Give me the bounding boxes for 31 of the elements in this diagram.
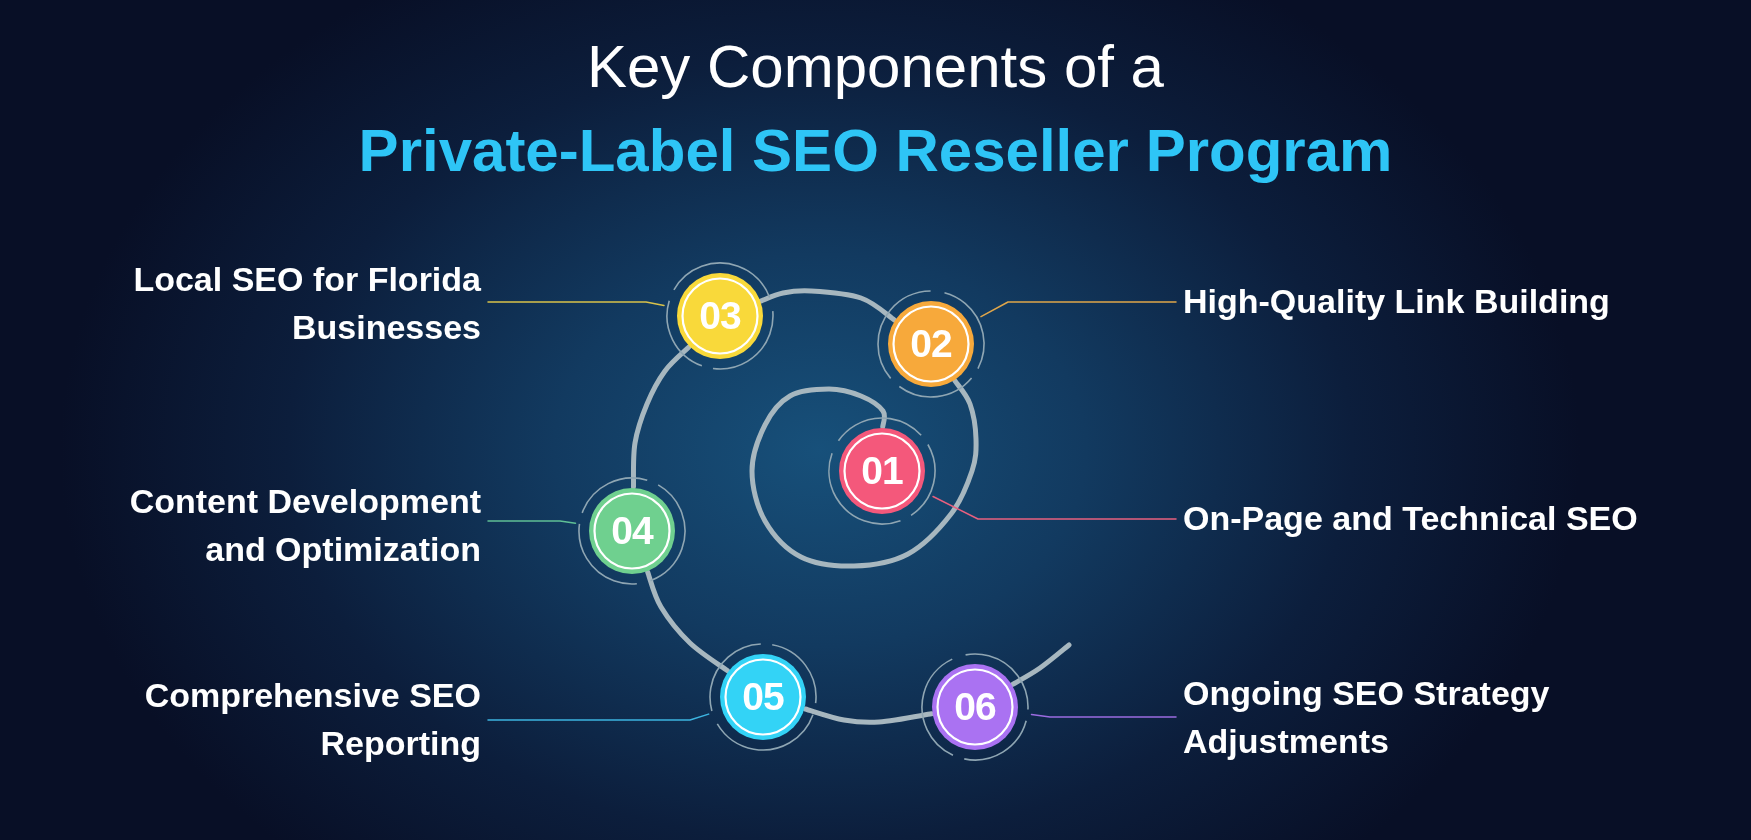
component-label: On-Page and Technical SEO	[1183, 494, 1639, 542]
step-number: 02	[910, 324, 952, 364]
title: Key Components of a Private-Label SEO Reseller Program	[358, 32, 1393, 186]
spiral-line	[645, 569, 731, 674]
spiral-line	[758, 288, 897, 323]
spiral-line	[749, 378, 979, 569]
numbered-circle	[918, 650, 1032, 764]
numbered-circle	[663, 259, 777, 373]
step-number: 06	[954, 687, 996, 727]
spiral-line	[630, 344, 692, 490]
spiral-line	[1010, 642, 1072, 687]
component-label: High-Quality Link Building	[1183, 277, 1611, 325]
step-number: 05	[742, 677, 784, 717]
step-number: 01	[861, 451, 903, 491]
spiral-line	[802, 706, 934, 725]
leader-line	[932, 495, 1177, 520]
leader-line	[487, 713, 710, 721]
component-label: Ongoing SEO Strategy Adjustments	[1183, 669, 1551, 765]
leader-line	[487, 301, 665, 307]
component-label: Comprehensive SEO Reporting	[143, 671, 481, 767]
leader-line	[1030, 713, 1177, 718]
component-label: Content Development and Optimization	[128, 477, 481, 573]
numbered-circle	[825, 414, 939, 528]
leader-line	[487, 520, 577, 524]
numbered-circle	[575, 474, 689, 588]
numbered-circle	[706, 640, 820, 754]
step-number: 03	[699, 296, 741, 336]
component-label: Local SEO for Florida Businesses	[132, 255, 481, 351]
leader-line	[980, 301, 1177, 318]
numbered-circle	[874, 287, 988, 401]
step-number: 04	[611, 511, 653, 551]
